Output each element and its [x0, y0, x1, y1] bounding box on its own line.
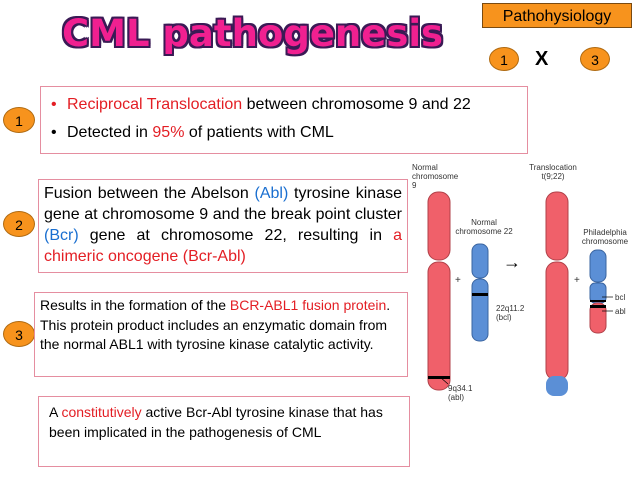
marker-1: 1: [3, 107, 35, 133]
page-title: CML pathogenesis: [62, 12, 444, 55]
nav-x-mark[interactable]: X: [535, 48, 549, 70]
marker-3: 3: [3, 321, 35, 347]
band-9q341-label: 9q34.1(abl): [448, 384, 473, 402]
translocated-chromosome-9: [545, 191, 569, 396]
point4-box: A constitutively active Bcr-Abl tyrosine…: [38, 396, 410, 467]
chromosome-diagram: [427, 191, 613, 396]
bullet-dot: •: [51, 96, 57, 113]
abl-label: abl: [615, 307, 626, 316]
bcl-label: bcl: [615, 293, 626, 302]
philadelphia-chromosome: [589, 249, 607, 334]
band-22q112-label: 22q11.2(bcl): [496, 304, 525, 322]
bullet-dot: •: [51, 124, 57, 141]
plus-sign-1: +: [455, 275, 461, 286]
arrow-icon: →: [503, 252, 521, 272]
marker-2: 2: [3, 211, 35, 237]
point2-box: Fusion between the Abelson (Abl) tyrosin…: [38, 179, 408, 273]
point3-box: Results in the formation of the BCR-ABL1…: [34, 292, 408, 377]
bullet-translocation: •Reciprocal Translocation between chromo…: [41, 93, 527, 117]
bullet-detected: •Detected in 95% of patients with CML: [41, 121, 527, 145]
point1-box: •Reciprocal Translocation between chromo…: [40, 86, 528, 154]
plus-sign-2: +: [574, 275, 580, 286]
normal-chromosome-9: [427, 191, 451, 391]
nav-next-circle[interactable]: 3: [580, 47, 610, 71]
nav-prev-circle[interactable]: 1: [489, 47, 519, 71]
pathophysiology-badge[interactable]: Pathohysiology: [482, 3, 632, 28]
normal-chromosome-22: [471, 243, 489, 342]
